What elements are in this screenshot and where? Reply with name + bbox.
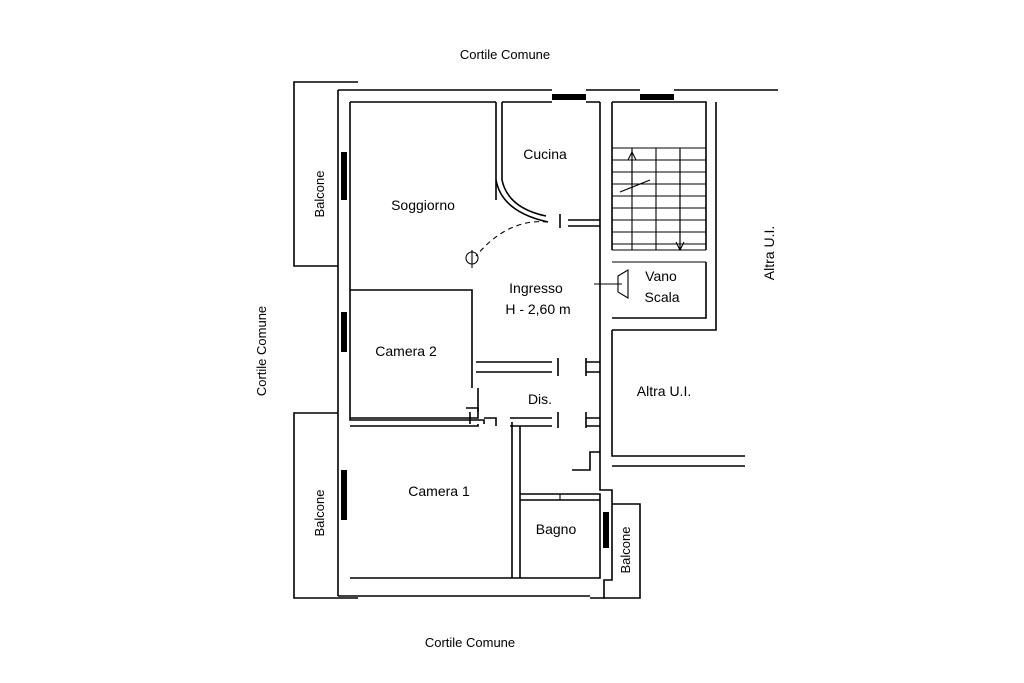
door-markers [466,214,587,500]
balcony-label-right: Balcone [618,527,633,574]
other-unit-label-mid: Altra U.I. [637,383,691,399]
stair-treads [612,147,706,252]
door-swings [465,179,549,268]
speaker-icon [594,269,629,299]
other-unit-label-right: Altra U.I. [761,226,777,280]
interior-walls [349,102,601,578]
room-label-entry: Ingresso [509,280,563,296]
court-label-top: Cortile Comune [460,47,550,62]
court-label-bottom: Cortile Comune [425,635,515,650]
balcony-label-bottom-left: Balcone [312,490,327,537]
room-label-kitchen: Cucina [523,146,567,162]
room-label-bathroom: Bagno [536,521,577,537]
room-label-entry-height: H - 2,60 m [505,301,570,317]
room-label-living: Soggiorno [391,197,455,213]
court-label-left: Cortile Comune [254,306,269,396]
room-label-bedroom1: Camera 1 [408,483,470,499]
stairwell-walls [612,101,717,331]
room-label-hallway: Dis. [528,391,552,407]
outer-walls [337,89,778,599]
windows [341,94,674,548]
balcony-label-top-left: Balcone [312,171,327,218]
stair-label-1: Vano [645,268,677,284]
stair-label-2: Scala [644,289,679,305]
balconies [293,81,641,599]
room-label-bedroom2: Camera 2 [375,343,437,359]
